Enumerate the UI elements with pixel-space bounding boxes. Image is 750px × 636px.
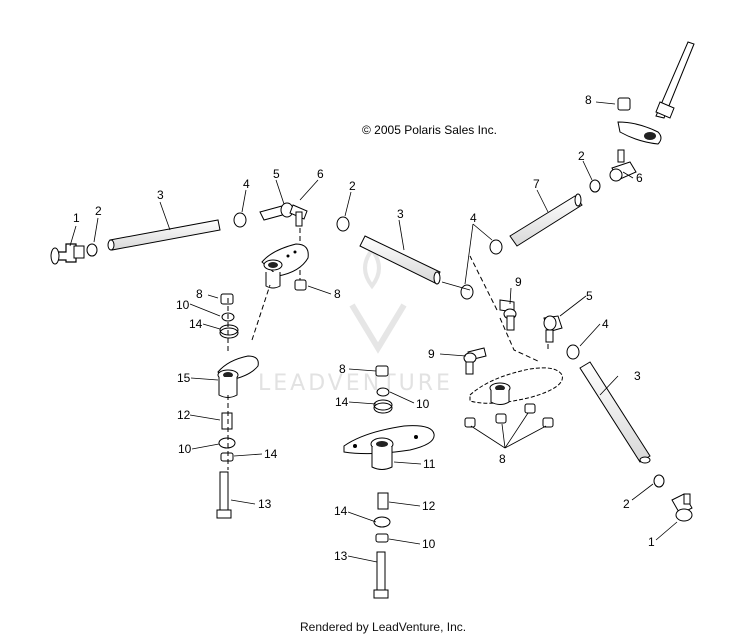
nut-pitman [617, 97, 631, 111]
callout-1-right: 1 [648, 535, 655, 549]
watermark: LEADVENTURE [258, 246, 453, 396]
callout-11: 11 [423, 457, 436, 471]
idler-arm-center [343, 425, 435, 470]
callout-2-left: 2 [95, 204, 102, 218]
callout-12-left: 12 [177, 408, 191, 422]
nut-stack-left [220, 293, 234, 305]
callout-4-center: 4 [470, 211, 477, 225]
callout-6-right: 6 [636, 171, 643, 185]
callout-15: 15 [177, 371, 191, 385]
callout-4-right: 4 [602, 317, 609, 331]
nut-left-joint [336, 216, 350, 232]
bushing-center-stack [373, 399, 393, 414]
callout-9-upper: 9 [515, 275, 522, 289]
bushing-center-lower [373, 516, 391, 528]
bushing-stack-left [219, 324, 239, 339]
ball-joint-right [543, 315, 563, 343]
bolt-center [373, 551, 389, 599]
footer-credit: Rendered by LeadVenture, Inc. [300, 620, 467, 634]
callout-6-left: 6 [317, 167, 324, 181]
leadventure-logo-icon [349, 246, 407, 354]
bell-crank-nuts [464, 403, 554, 428]
callout-12-center: 12 [422, 499, 436, 513]
ball-joint-left [259, 202, 308, 227]
callout-5-right: 5 [586, 289, 593, 303]
callout-10-stack-center: 10 [416, 397, 430, 411]
callout-8-idler-left: 8 [334, 287, 341, 301]
callout-8-crank: 8 [499, 452, 506, 466]
nut-center-rod [460, 284, 474, 300]
callout-2-right-lower: 2 [623, 497, 630, 511]
ball-joint-center-lower [463, 347, 487, 375]
jam-nut-left [86, 243, 98, 257]
sleeve-center [377, 492, 389, 510]
tie-rod-end-right-upper [609, 149, 637, 182]
callout-14-stack-center: 14 [335, 395, 349, 409]
tie-rod-center [359, 235, 441, 285]
callout-10-stack-left: 10 [176, 298, 190, 312]
watermark-text: LEADVENTURE [258, 371, 453, 396]
callout-14-left-lower: 14 [264, 447, 278, 461]
sleeve-left [221, 412, 233, 430]
callout-13-left: 13 [258, 497, 272, 511]
callout-3-left: 3 [157, 188, 164, 202]
bell-crank [469, 367, 563, 405]
nut-left-rod [233, 212, 247, 228]
bushing-left-lower [218, 437, 236, 449]
washer-center-lower [375, 533, 389, 543]
tie-rod-end-right-lower [671, 493, 693, 522]
jam-nut-right-upper [589, 179, 601, 193]
callout-4-left: 4 [243, 177, 250, 191]
callout-10-center-lower: 10 [422, 537, 436, 551]
tie-rod-left [107, 219, 221, 251]
callout-9-lower: 9 [428, 347, 435, 361]
ball-joint-center [499, 299, 517, 331]
washer-center-stack [376, 387, 390, 397]
nut-center-stack [375, 365, 389, 377]
center-line-left-arm [251, 228, 301, 341]
nut-right-rod [566, 344, 580, 360]
washer-left-lower [220, 452, 234, 462]
callout-5-left: 5 [273, 167, 280, 181]
leader-lines [69, 101, 678, 563]
callout-3-center: 3 [397, 207, 404, 221]
copyright-text: © 2005 Polaris Sales Inc. [362, 123, 497, 137]
callout-2-center: 2 [349, 179, 356, 193]
callout-2-right-upper: 2 [578, 149, 585, 163]
callout-1-left: 1 [73, 211, 80, 225]
callout-8-stack-center: 8 [339, 362, 346, 376]
pitman-arm [617, 121, 662, 145]
callout-7: 7 [533, 177, 540, 191]
nut-idler-left [294, 279, 307, 291]
steering-shaft [655, 41, 695, 119]
callout-8-stack-left: 8 [196, 287, 203, 301]
tie-rod-right-upper [509, 193, 583, 247]
callout-14-center-lower: 14 [334, 504, 348, 518]
callout-3-right: 3 [634, 369, 641, 383]
nut-right-upper-rod [489, 239, 503, 255]
idler-arm-left-upper [261, 243, 309, 289]
bolt-left [216, 471, 232, 519]
callout-10-left-lower: 10 [178, 442, 192, 456]
tie-rod-right-lower [579, 361, 651, 464]
jam-nut-right-lower [653, 474, 665, 488]
callout-8-top: 8 [585, 93, 592, 107]
callout-labels: 1 2 3 4 5 6 2 3 4 7 8 2 6 8 10 14 8 15 1… [73, 93, 655, 563]
callout-13-center: 13 [334, 549, 348, 563]
idler-arm-left-lower [217, 355, 259, 398]
callout-14-stack-left: 14 [189, 317, 203, 331]
tie-rod-end-left [50, 243, 85, 265]
